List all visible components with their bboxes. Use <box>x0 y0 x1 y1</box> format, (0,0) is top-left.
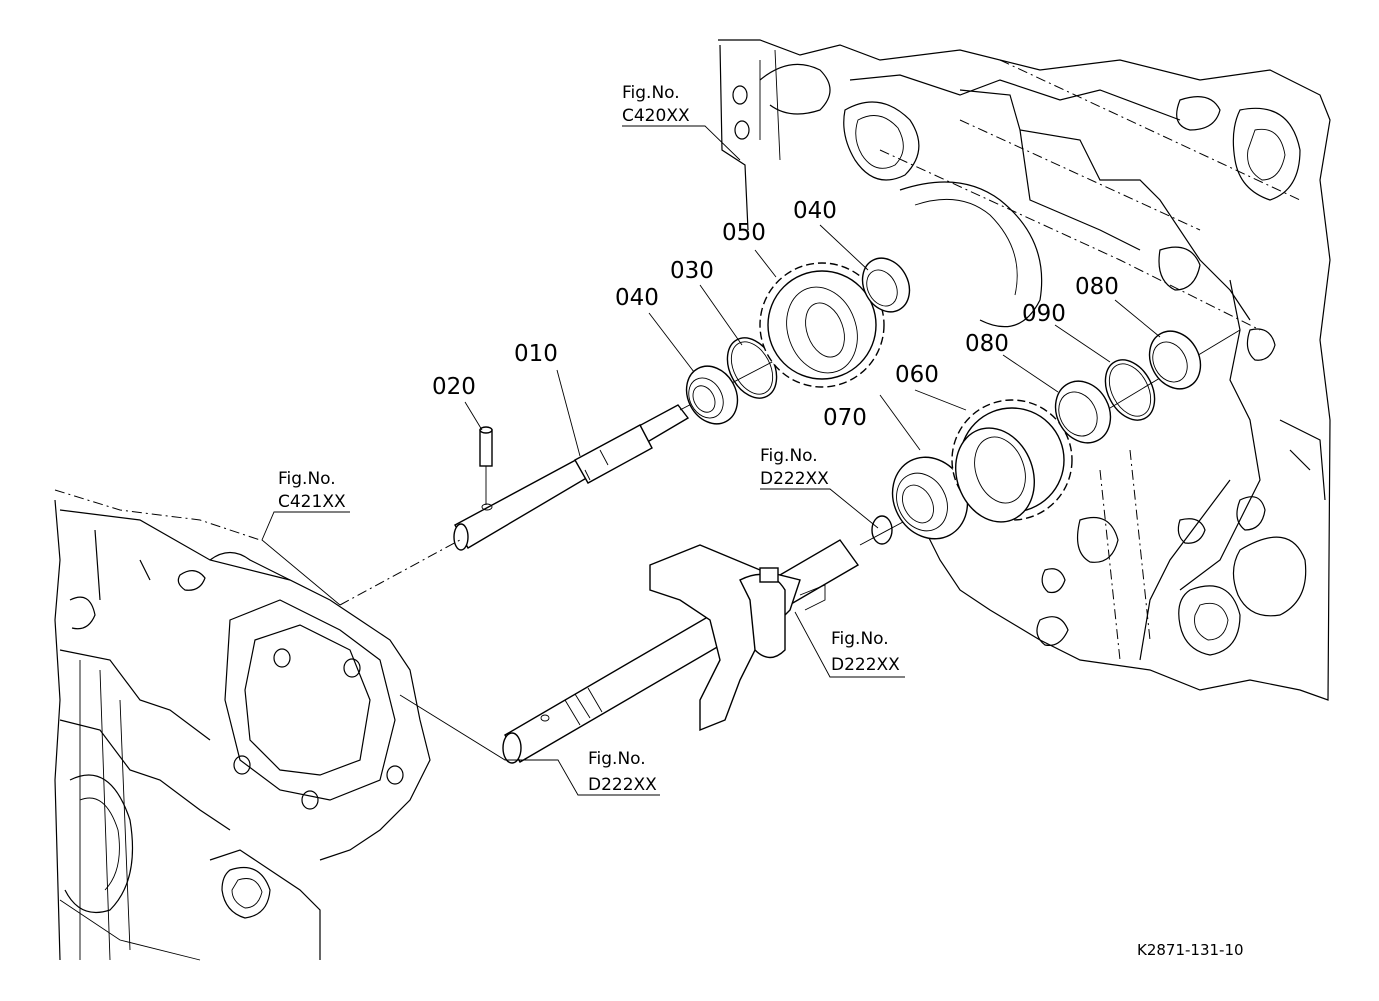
label-050[interactable]: 050 <box>722 220 766 246</box>
leader-lines <box>261 125 1161 796</box>
drawing-code: K2871-131-10 <box>1137 941 1244 959</box>
bearing-040-left[interactable] <box>677 357 748 433</box>
fig-ref-c420xx[interactable]: Fig.No. C420XX <box>622 83 690 126</box>
axis-line-left <box>339 539 461 606</box>
label-080-right[interactable]: 080 <box>1075 274 1119 300</box>
shaft-010[interactable] <box>453 404 690 551</box>
label-070[interactable]: 070 <box>823 405 867 431</box>
pin-020[interactable] <box>479 426 493 505</box>
gear-050[interactable] <box>759 262 885 388</box>
label-040-left[interactable]: 040 <box>615 285 659 311</box>
fig-ref-code: D222XX <box>760 469 829 489</box>
fig-ref-c421xx[interactable]: Fig.No. C421XX <box>278 469 346 512</box>
snap-ring-d222-small[interactable] <box>871 515 893 545</box>
bearing-080-left[interactable] <box>1045 372 1121 453</box>
gear-060[interactable] <box>943 399 1073 533</box>
label-040-right[interactable]: 040 <box>793 198 837 224</box>
fig-ref-prefix: Fig.No. <box>588 749 646 769</box>
label-080-left[interactable]: 080 <box>965 331 1009 357</box>
fig-ref-d222xx-fork[interactable]: Fig.No. D222XX <box>831 629 900 675</box>
snap-ring-090[interactable] <box>1096 351 1165 428</box>
fig-ref-code: C421XX <box>278 492 346 512</box>
bearing-080-right[interactable] <box>1140 322 1211 398</box>
label-020[interactable]: 020 <box>432 374 476 400</box>
fig-ref-prefix: Fig.No. <box>760 446 818 466</box>
fig-ref-code: C420XX <box>622 106 690 126</box>
shift-fork[interactable] <box>649 544 826 732</box>
left-transmission-case <box>54 489 431 961</box>
fig-ref-d222xx-snap-ring[interactable]: Fig.No. D222XX <box>760 446 829 489</box>
label-030[interactable]: 030 <box>670 258 714 284</box>
fig-ref-code: D222XX <box>588 775 657 795</box>
bearing-040-right[interactable] <box>853 250 918 320</box>
fig-ref-prefix: Fig.No. <box>278 469 336 489</box>
fig-ref-code: D222XX <box>831 655 900 675</box>
fig-ref-d222xx-rod[interactable]: Fig.No. D222XX <box>588 749 657 795</box>
right-transmission-case <box>718 39 1331 701</box>
fig-ref-prefix: Fig.No. <box>831 629 889 649</box>
label-060[interactable]: 060 <box>895 362 939 388</box>
label-090[interactable]: 090 <box>1022 301 1066 327</box>
fig-ref-prefix: Fig.No. <box>622 83 680 103</box>
label-010[interactable]: 010 <box>514 341 558 367</box>
